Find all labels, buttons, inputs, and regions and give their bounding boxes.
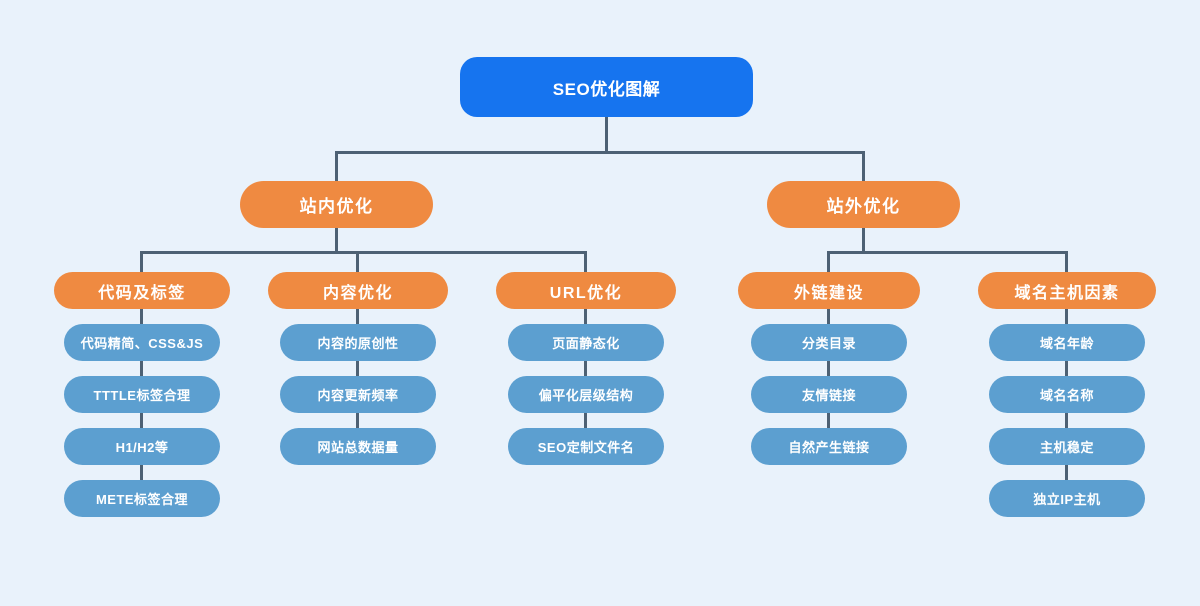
leaf-node: 主机稳定 bbox=[989, 428, 1145, 465]
leaf-node: 内容更新频率 bbox=[280, 376, 436, 413]
connector-line bbox=[827, 251, 830, 273]
connector-line bbox=[356, 251, 359, 273]
leaf-node-label: 代码精简、CSS&JS bbox=[80, 336, 204, 351]
connector-line bbox=[827, 251, 1068, 254]
connector-line bbox=[862, 151, 865, 182]
connector-line bbox=[335, 228, 338, 254]
leaf-node-label: H1/H2等 bbox=[115, 440, 169, 455]
leaf-node-label: 主机稳定 bbox=[1039, 440, 1094, 455]
leaf-node: 网站总数据量 bbox=[280, 428, 436, 465]
group-node-content-optimization: 内容优化 bbox=[268, 272, 448, 309]
leaf-node: 域名名称 bbox=[989, 376, 1145, 413]
leaf-node: 代码精简、CSS&JS bbox=[64, 324, 220, 361]
connector-line bbox=[356, 300, 359, 438]
root-node-label: SEO优化图解 bbox=[552, 79, 661, 99]
leaf-node-label: 偏平化层级结构 bbox=[538, 388, 634, 403]
leaf-node-label: METE标签合理 bbox=[95, 492, 189, 507]
group-node-label: URL优化 bbox=[549, 284, 623, 302]
branch-node-label: 站外优化 bbox=[826, 197, 901, 216]
group-node-code-tags: 代码及标签 bbox=[54, 272, 230, 309]
leaf-node-label: 域名年龄 bbox=[1039, 336, 1094, 351]
group-node-label: 代码及标签 bbox=[98, 284, 186, 302]
connector-line bbox=[140, 251, 587, 254]
group-node-label: 域名主机因素 bbox=[1014, 284, 1120, 302]
connector-line bbox=[1065, 251, 1068, 273]
branch-node-offsite: 站外优化 bbox=[767, 181, 960, 228]
leaf-node: 内容的原创性 bbox=[280, 324, 436, 361]
connector-line bbox=[827, 300, 830, 438]
leaf-node-label: 内容的原创性 bbox=[317, 336, 399, 351]
group-node-label: 内容优化 bbox=[322, 284, 393, 302]
leaf-node: 域名年龄 bbox=[989, 324, 1145, 361]
leaf-node: TTTLE标签合理 bbox=[64, 376, 220, 413]
leaf-node-label: 分类目录 bbox=[801, 336, 856, 351]
leaf-node: 友情链接 bbox=[751, 376, 907, 413]
branch-node-onsite: 站内优化 bbox=[240, 181, 433, 228]
leaf-node: 自然产生链接 bbox=[751, 428, 907, 465]
connector-line bbox=[605, 117, 608, 154]
connector-line bbox=[862, 228, 865, 254]
leaf-node: 页面静态化 bbox=[508, 324, 664, 361]
leaf-node: 偏平化层级结构 bbox=[508, 376, 664, 413]
leaf-node: SEO定制文件名 bbox=[508, 428, 664, 465]
connector-line bbox=[584, 251, 587, 273]
leaf-node-label: 域名名称 bbox=[1039, 388, 1094, 403]
leaf-node: METE标签合理 bbox=[64, 480, 220, 517]
group-node-label: 外链建设 bbox=[793, 284, 864, 302]
group-node-domain-host-factors: 域名主机因素 bbox=[978, 272, 1156, 309]
group-node-url-optimization: URL优化 bbox=[496, 272, 676, 309]
leaf-node-label: 独立IP主机 bbox=[1033, 492, 1101, 507]
group-node-backlink-building: 外链建设 bbox=[738, 272, 920, 309]
leaf-node-label: 页面静态化 bbox=[552, 336, 620, 351]
connector-line bbox=[335, 151, 338, 182]
leaf-node-label: 友情链接 bbox=[801, 388, 856, 403]
leaf-node: H1/H2等 bbox=[64, 428, 220, 465]
leaf-node-label: 自然产生链接 bbox=[788, 440, 870, 455]
connector-line bbox=[335, 151, 865, 154]
leaf-node-label: 内容更新频率 bbox=[317, 388, 399, 403]
leaf-node-label: TTTLE标签合理 bbox=[93, 388, 191, 403]
leaf-node: 分类目录 bbox=[751, 324, 907, 361]
leaf-node: 独立IP主机 bbox=[989, 480, 1145, 517]
branch-node-label: 站内优化 bbox=[299, 197, 374, 216]
root-node: SEO优化图解 bbox=[460, 57, 753, 117]
connector-line bbox=[140, 251, 143, 273]
connector-line bbox=[584, 300, 587, 438]
leaf-node-label: SEO定制文件名 bbox=[537, 440, 635, 455]
leaf-node-label: 网站总数据量 bbox=[317, 440, 399, 455]
